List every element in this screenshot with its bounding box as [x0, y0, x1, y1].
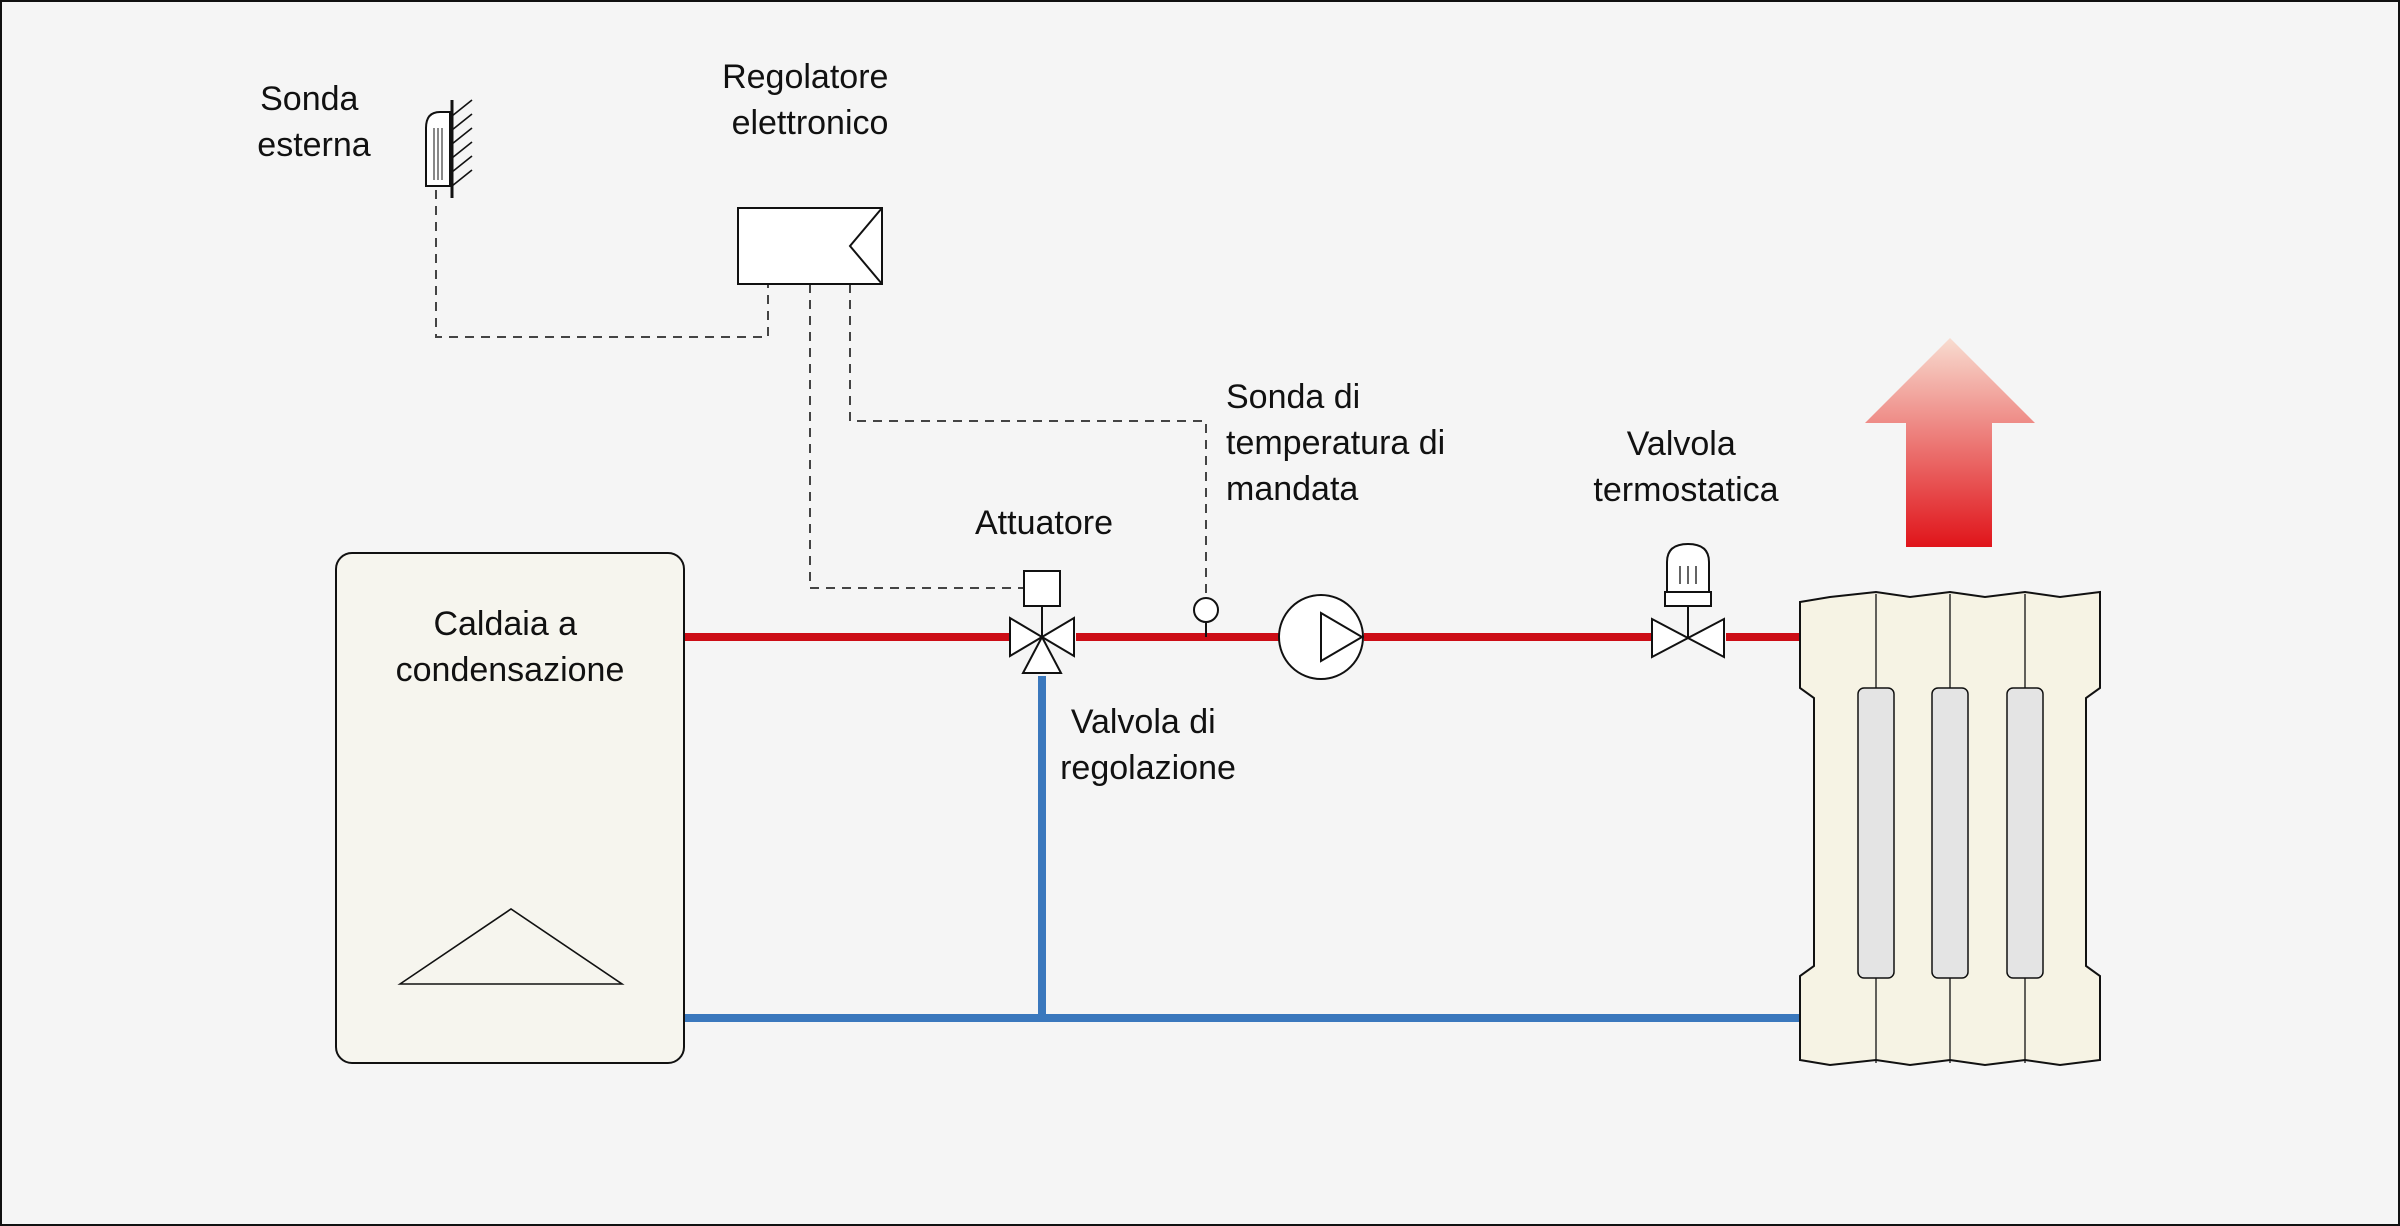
radiator-fin: [1857, 687, 1895, 979]
outdoor-sensor-label: Sonda esterna: [257, 80, 370, 164]
condensing-boiler: Caldaia a condensazione: [335, 552, 685, 1064]
thermostatic-valve: Valvola termostatica: [1593, 425, 1779, 659]
return-pipes: [684, 676, 1800, 1022]
control-valve-right-port: [1040, 616, 1075, 658]
actuator-box: [1023, 570, 1061, 607]
boiler-body: [335, 552, 685, 1064]
thermostatic-valve-right-port: [1685, 617, 1725, 659]
burner-symbol: [397, 908, 625, 985]
actuator-signal-line: [809, 284, 1024, 589]
thermostatic-valve-label: Valvola termostatica: [1593, 425, 1778, 509]
radiator-fin: [1931, 687, 1969, 979]
flow-sensor-signal-line: [849, 284, 1207, 598]
controller-display-notch: [848, 207, 883, 285]
electronic-controller: Regolatore elettronico: [722, 58, 898, 285]
control-valve-left-port: [1009, 616, 1044, 658]
flow-temperature-sensor: Sonda di temperatura di mandata: [1193, 378, 1455, 637]
pump-direction-symbol: [1320, 611, 1364, 663]
outdoor-sensor: Sonda esterna: [257, 80, 473, 198]
control-valve-label: Valvola di regolazione: [1060, 703, 1236, 787]
control-valve: Attuatore Valvola di regolazione: [975, 504, 1236, 787]
boiler-label: Caldaia a condensazione: [396, 605, 625, 689]
thermostatic-head-base: [1664, 591, 1712, 607]
actuator-label: Attuatore: [975, 504, 1113, 542]
controller-box: [737, 207, 883, 285]
thermostatic-head-scale: [1679, 566, 1697, 584]
control-valve-bottom-port: [1021, 634, 1063, 674]
signal-lines: [435, 190, 1207, 598]
circulation-pump: [1278, 594, 1364, 680]
flow-sensor-symbol: [1193, 597, 1219, 623]
controller-label: Regolatore elettronico: [722, 58, 898, 142]
heat-emission-arrow: [1865, 338, 2035, 547]
flow-sensor-label: Sonda di temperatura di mandata: [1226, 378, 1455, 508]
radiator: [1799, 590, 2101, 1067]
wall-hatching: [451, 99, 473, 187]
radiator-fin: [2006, 687, 2044, 979]
outdoor-sensor-signal-line: [435, 190, 769, 338]
thermostatic-valve-left-port: [1651, 617, 1691, 659]
